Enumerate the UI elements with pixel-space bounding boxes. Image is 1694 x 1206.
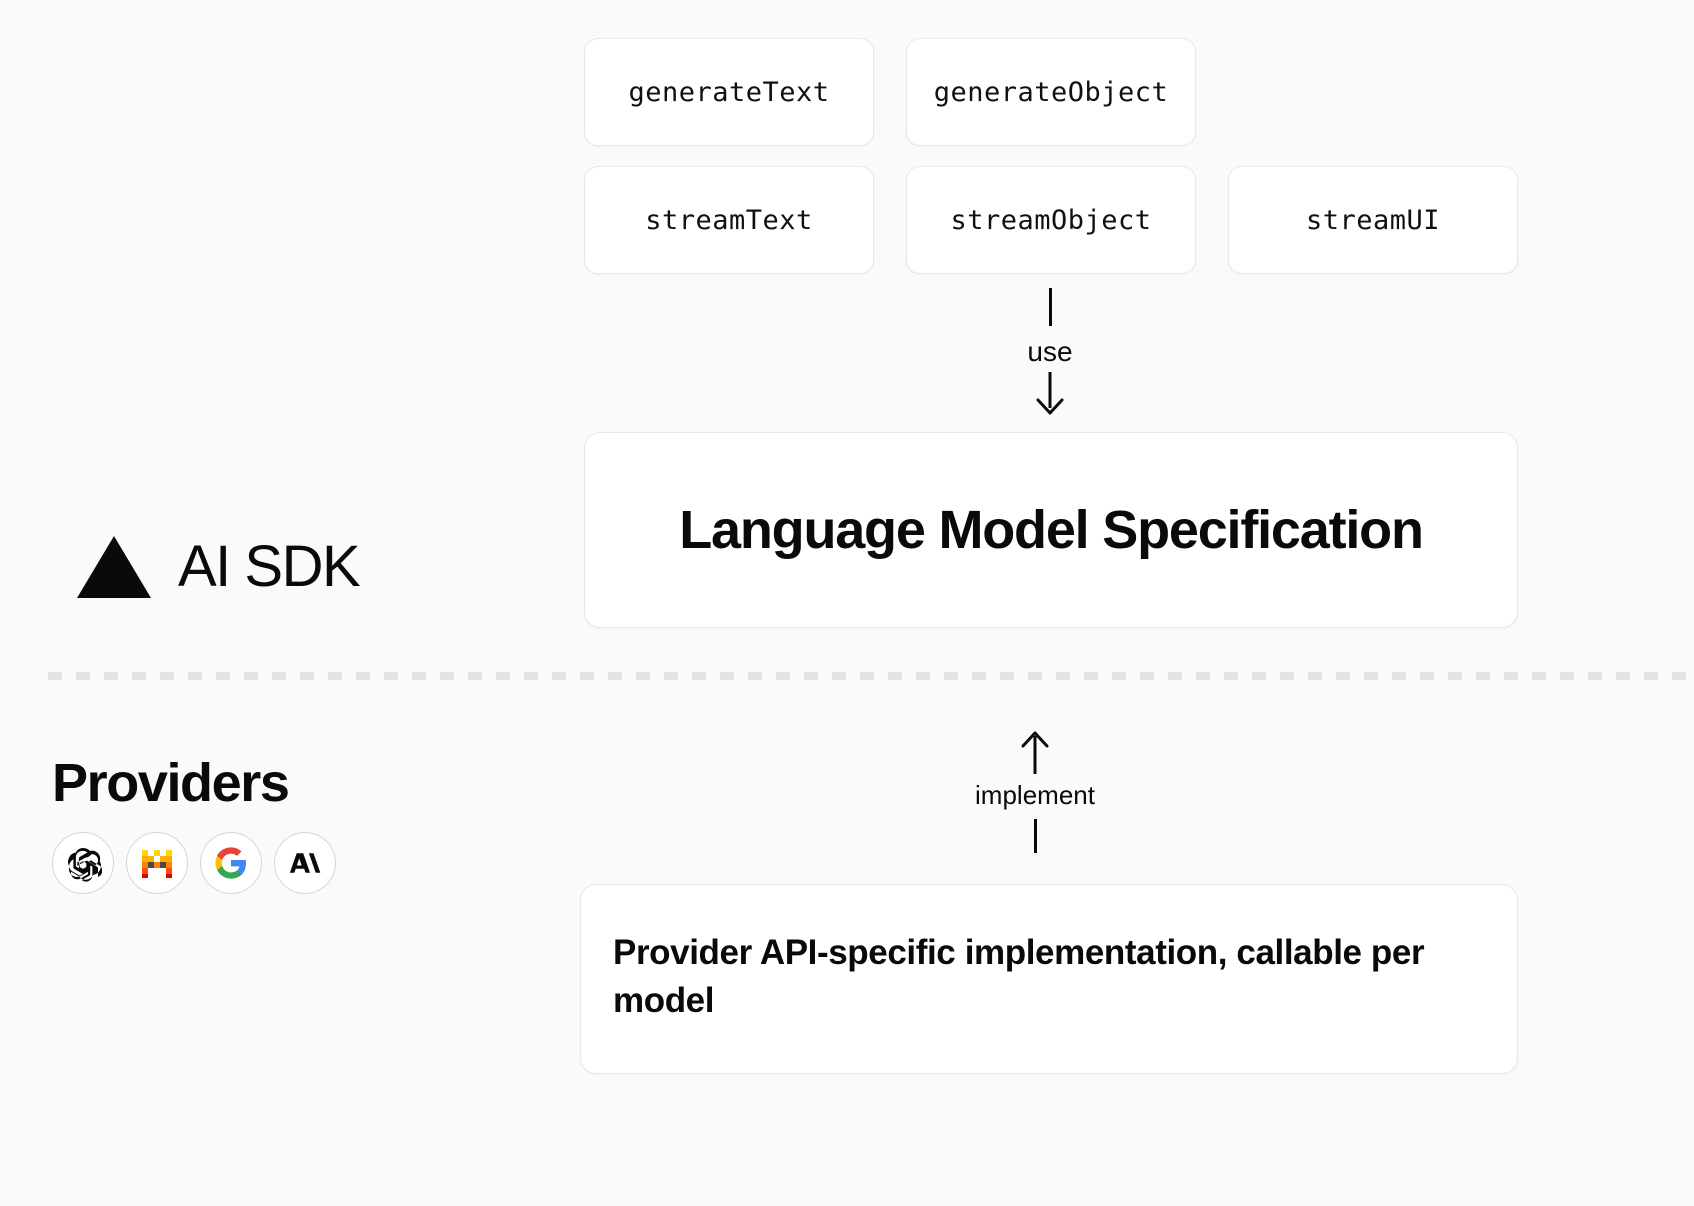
provider-logo-anthropic[interactable] bbox=[274, 832, 336, 894]
vercel-triangle-icon bbox=[77, 536, 151, 598]
function-card-generate-text[interactable]: generateText bbox=[584, 38, 874, 146]
openai-logo-icon bbox=[68, 847, 102, 882]
language-model-specification-box[interactable]: Language Model Specification bbox=[584, 432, 1518, 628]
arrow-down-icon bbox=[1036, 372, 1064, 415]
function-card-label: streamUI bbox=[1305, 204, 1441, 236]
provider-logo-list bbox=[52, 832, 336, 894]
arrow-up-icon bbox=[1021, 731, 1049, 774]
connector-label-use: use bbox=[1027, 336, 1073, 367]
function-card-stream-object[interactable]: streamObject bbox=[906, 166, 1196, 274]
function-card-generate-object[interactable]: generateObject bbox=[906, 38, 1196, 146]
connector-label-implement: implement bbox=[975, 780, 1095, 810]
connector-line bbox=[1048, 288, 1052, 326]
function-card-label: streamObject bbox=[950, 204, 1152, 236]
provider-logo-openai[interactable] bbox=[52, 832, 114, 894]
connector-line bbox=[1033, 819, 1037, 853]
function-card-label: generateText bbox=[628, 76, 830, 108]
mistral-logo-icon bbox=[142, 850, 172, 878]
providers-title: Providers bbox=[52, 753, 290, 813]
ai-sdk-layer-label: AI SDK bbox=[76, 534, 361, 600]
provider-logo-google[interactable] bbox=[200, 832, 262, 894]
ai-sdk-label-text: AI SDK bbox=[178, 534, 361, 599]
connector-use: use bbox=[1000, 288, 1100, 416]
anthropic-logo-icon bbox=[289, 853, 321, 873]
google-logo-icon bbox=[215, 847, 246, 879]
function-card-label: streamText bbox=[645, 204, 813, 236]
provider-implementation-text: Provider API-specific implementation, ca… bbox=[613, 933, 1425, 1021]
layer-divider bbox=[48, 672, 1694, 680]
function-card-label: generateObject bbox=[933, 76, 1169, 108]
spec-box-title: Language Model Specification bbox=[679, 500, 1424, 560]
provider-logo-mistral[interactable] bbox=[126, 832, 188, 894]
provider-implementation-box[interactable]: Provider API-specific implementation, ca… bbox=[580, 884, 1518, 1074]
connector-implement: implement bbox=[952, 730, 1118, 853]
providers-layer-label: Providers bbox=[52, 756, 336, 894]
function-card-stream-text[interactable]: streamText bbox=[584, 166, 874, 274]
function-card-stream-ui[interactable]: streamUI bbox=[1228, 166, 1518, 274]
